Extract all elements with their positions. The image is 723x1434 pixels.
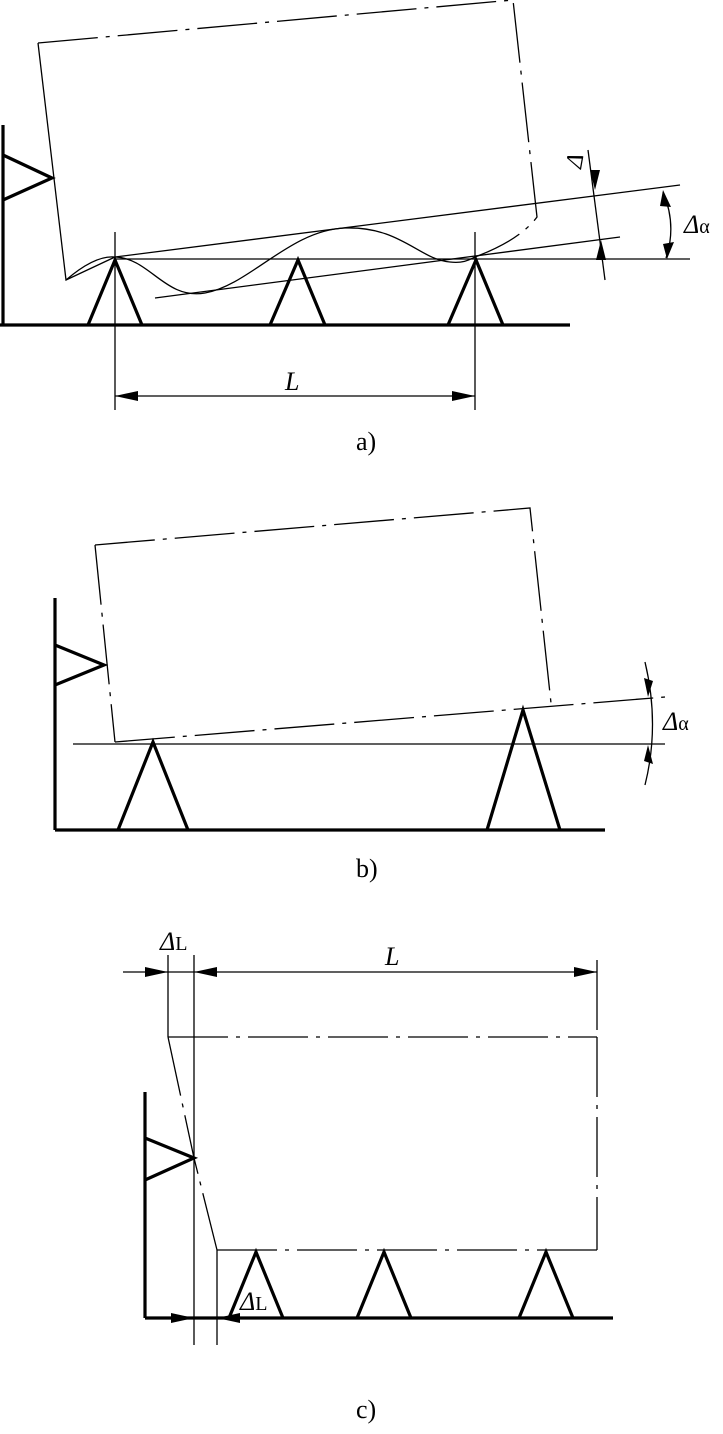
workpiece-c-left: [167, 1036, 218, 1251]
contact-line-upper: [114, 184, 681, 258]
delta-l-label-bottom: ΔL: [239, 1287, 267, 1316]
arrow-left-a: [115, 391, 138, 401]
delta-dimension-line: [587, 149, 606, 281]
arrow-dl-top-right: [145, 967, 168, 977]
delta-alpha-label-b: Δα: [662, 707, 689, 736]
figure-a: L Δ Δα a): [0, 0, 710, 456]
arrow-right-a: [452, 391, 475, 401]
workpiece-a-left-edge: [37, 42, 116, 281]
delta-alpha-arrow-top-a: [660, 190, 671, 207]
caption-c: c): [356, 1395, 376, 1424]
length-label-a: L: [284, 367, 299, 396]
delta-arrow-bottom: [596, 240, 606, 260]
workpiece-b: [94, 507, 552, 704]
support-pin-c1: [227, 1247, 285, 1319]
delta-l-label-top: ΔL: [159, 927, 187, 956]
support-pin-a1: [86, 255, 144, 326]
arrow-l-left: [194, 967, 217, 977]
support-pin-a2: [268, 255, 327, 326]
caption-a: a): [356, 427, 376, 456]
arrow-l-right: [574, 967, 597, 977]
stopper-pin-a: [2, 153, 56, 202]
stopper-pin-c: [144, 1136, 199, 1182]
support-pin-a3: [446, 255, 505, 326]
delta-alpha-arrow-bottom-b: [644, 745, 653, 764]
delta-arrow-top: [590, 170, 600, 190]
delta-alpha-label-a: Δα: [683, 210, 710, 239]
contact-line-lower: [154, 236, 621, 299]
support-pin-b1: [116, 737, 190, 831]
caption-b: b): [356, 854, 378, 883]
stopper-pin-b: [54, 643, 109, 687]
support-pin-c2: [355, 1247, 413, 1319]
support-pin-b2: [485, 704, 562, 831]
workpiece-a: [37, 0, 538, 258]
workpiece-b-left: [94, 544, 116, 743]
workpiece-b-bottom: [114, 696, 666, 743]
delta-alpha-arrow-bottom-a: [663, 242, 674, 259]
figure-b: Δα b): [53, 507, 689, 883]
support-pin-c3: [517, 1247, 575, 1319]
figure-c: ΔL L ΔL c): [123, 927, 613, 1424]
delta-alpha-arrow-top-b: [644, 678, 653, 697]
delta-alpha-arc-b: [644, 661, 654, 786]
delta-label: Δ: [561, 152, 589, 171]
length-label-c: L: [384, 942, 399, 971]
